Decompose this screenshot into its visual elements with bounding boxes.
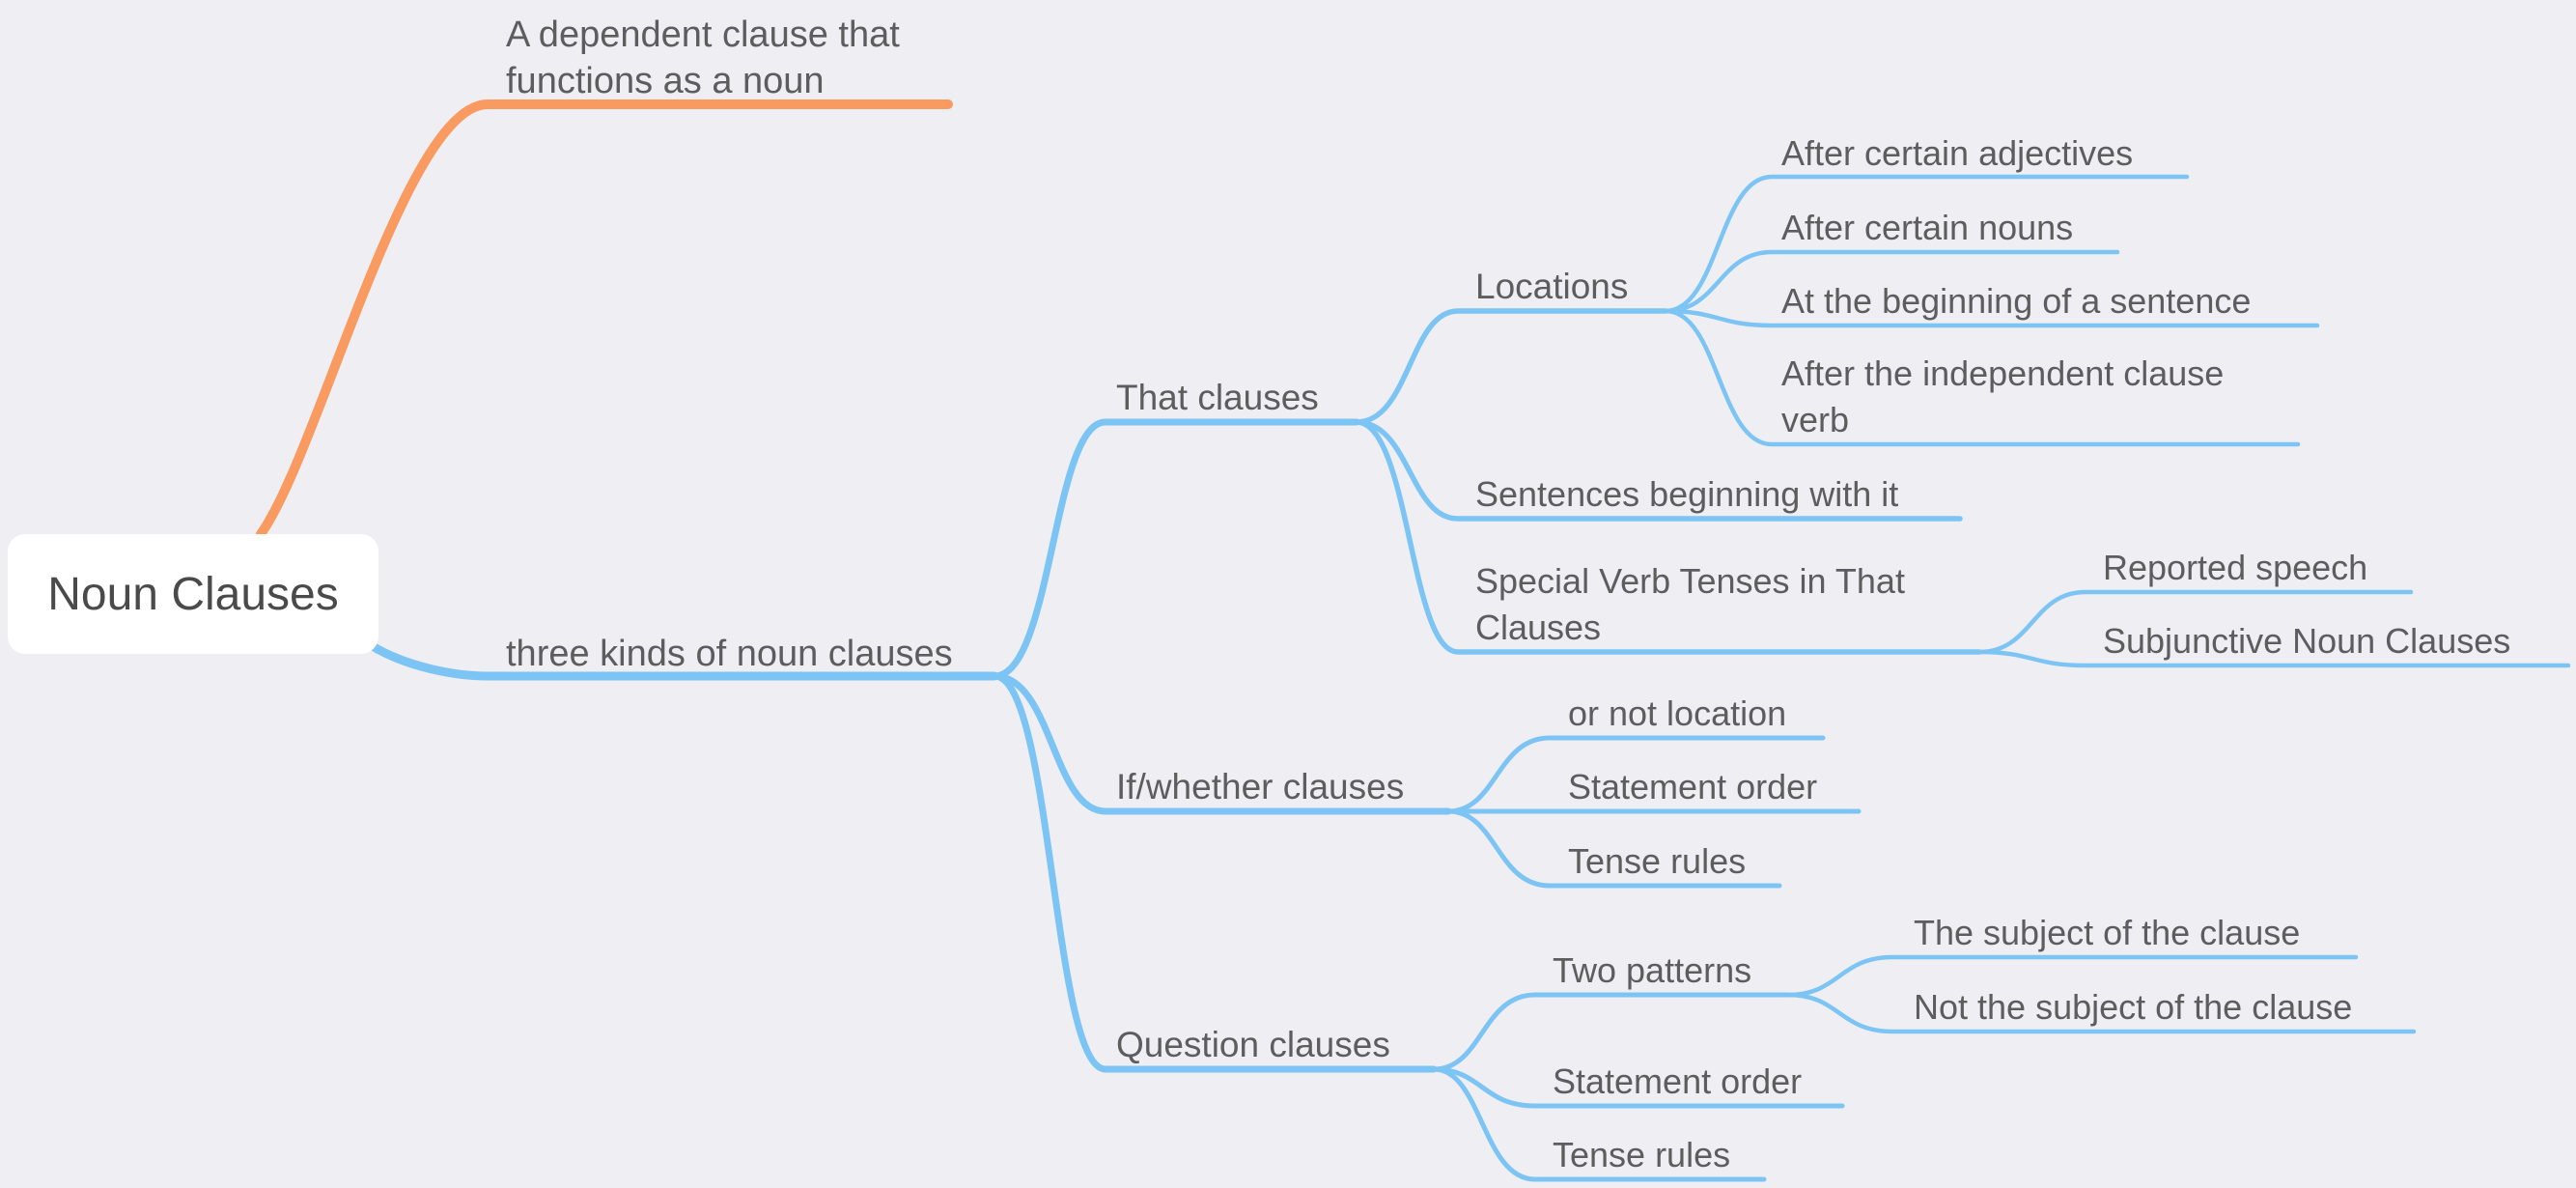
root-node[interactable]: Noun Clauses	[8, 534, 378, 654]
connector-iw-tense	[1445, 808, 1782, 889]
node-loc-after-verb-line1[interactable]: After the independent clause	[1781, 354, 2225, 393]
root-label: Noun Clauses	[47, 568, 339, 620]
node-q-statement[interactable]: Statement order	[1553, 1061, 1803, 1101]
node-tp-not-subject[interactable]: Not the subject of the clause	[1914, 987, 2353, 1027]
connector-loc-adjectives	[1663, 174, 2190, 314]
connector-definition	[256, 99, 953, 539]
node-loc-after-verb-line2[interactable]: verb	[1781, 400, 1850, 439]
connector-if-whether	[991, 672, 1452, 815]
node-question-clauses[interactable]: Question clauses	[1116, 1025, 1390, 1064]
connector-q-two-patterns	[1431, 992, 1791, 1072]
connector-q-statement	[1431, 1066, 1845, 1109]
node-loc-beginning[interactable]: At the beginning of a sentence	[1781, 281, 2252, 321]
connector-that-clauses	[991, 418, 1360, 680]
connector-beginning-it	[1354, 419, 1963, 522]
connector-loc-nouns	[1663, 249, 2120, 314]
node-kinds[interactable]: three kinds of noun clauses	[506, 634, 953, 674]
node-reported-speech[interactable]: Reported speech	[2103, 548, 2368, 587]
node-iw-tense[interactable]: Tense rules	[1568, 841, 1747, 881]
node-special-tenses-line1[interactable]: Special Verb Tenses in That	[1475, 561, 1905, 601]
connector-q-tense	[1431, 1066, 1767, 1182]
node-definition-line1[interactable]: A dependent clause that	[506, 14, 900, 55]
node-locations[interactable]: Locations	[1475, 267, 1629, 306]
connector-loc-after-verb	[1663, 308, 2301, 447]
node-q-two-patterns[interactable]: Two patterns	[1553, 950, 1752, 990]
node-beginning-it[interactable]: Sentences beginning with it	[1475, 474, 1899, 514]
connector-locations	[1354, 308, 1668, 425]
node-special-tenses-line2[interactable]: Clauses	[1475, 608, 1602, 647]
connector-question	[991, 672, 1438, 1073]
node-subjunctive[interactable]: Subjunctive Noun Clauses	[2103, 621, 2511, 661]
connector-kinds	[366, 640, 999, 681]
node-tp-subject[interactable]: The subject of the clause	[1914, 913, 2301, 952]
connector-tp-subject	[1785, 954, 2359, 998]
node-loc-nouns[interactable]: After certain nouns	[1781, 208, 2074, 247]
node-iw-statement[interactable]: Statement order	[1568, 767, 1818, 806]
node-definition-line2[interactable]: functions as a noun	[506, 61, 825, 101]
node-that-clauses[interactable]: That clauses	[1116, 378, 1319, 417]
connector-special-tenses	[1354, 419, 1982, 655]
connector-loc-beginning	[1663, 308, 2320, 328]
connector-reported-speech	[1976, 589, 2414, 655]
connector-subjunctive	[1976, 649, 2571, 668]
connector-iw-or-not	[1445, 735, 1826, 814]
node-if-whether[interactable]: If/whether clauses	[1116, 767, 1405, 806]
node-q-tense[interactable]: Tense rules	[1553, 1135, 1731, 1174]
node-loc-adjectives[interactable]: After certain adjectives	[1781, 133, 2134, 173]
node-iw-or-not[interactable]: or not location	[1568, 693, 1787, 733]
connector-tp-not-subject	[1785, 992, 2417, 1034]
